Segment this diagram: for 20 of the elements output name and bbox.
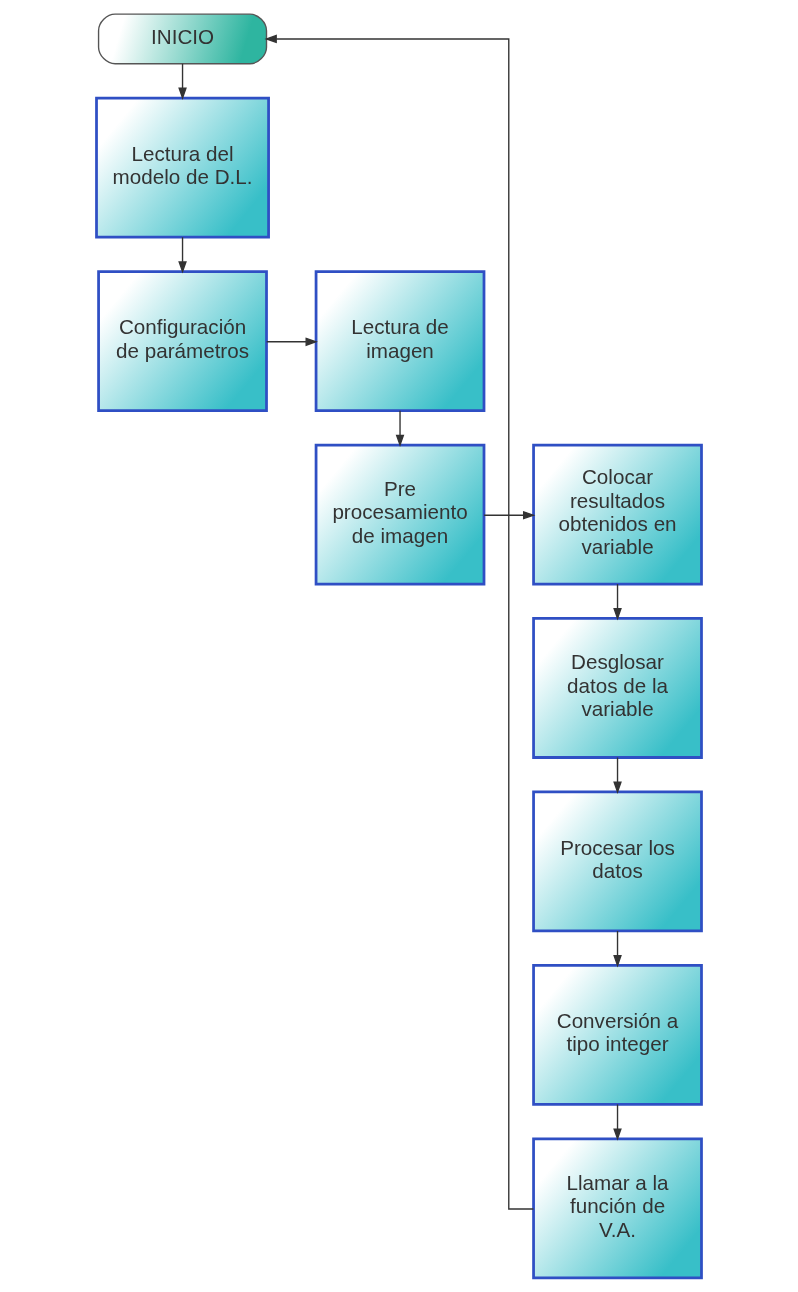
arrow [483, 510, 536, 520]
node-box: Pre procesamiento de imagen [314, 443, 486, 586]
arrow [613, 583, 622, 621]
node-box: Configuración de parámetros [97, 270, 268, 412]
arrow [265, 337, 318, 347]
arrow [613, 756, 622, 794]
node-box: Conversión a tipo integer [532, 964, 703, 1106]
node-box: INICIO [97, 13, 268, 65]
node-box: Lectura de imagen [314, 270, 486, 412]
node-box: Lectura del modelo de D.L. [95, 96, 270, 239]
arrow [613, 1103, 622, 1141]
node-box: Desglosar datos de la variable [532, 617, 703, 759]
arrow [395, 409, 405, 448]
arrow [178, 236, 187, 274]
node-box: Llamar a la función de V.A. [532, 1137, 703, 1280]
arrow [613, 930, 622, 968]
node-box: Colocar resultados obtenidos en variable [532, 443, 703, 586]
arrow [264, 34, 535, 1210]
arrow [178, 63, 187, 100]
node-box: Procesar los datos [532, 790, 703, 933]
